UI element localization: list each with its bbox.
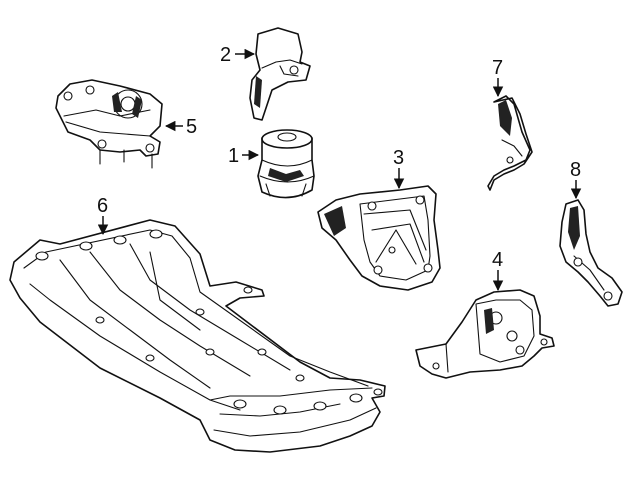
callout-1: 1 [228, 145, 260, 167]
callout-6: 6 [97, 195, 109, 236]
callout-8: 8 [570, 159, 582, 200]
callout-label-1: 1 [228, 145, 239, 167]
bracket-seven-part[interactable] [487, 95, 533, 191]
callout-label-2: 2 [220, 44, 231, 66]
mount-bracket-part[interactable] [415, 289, 555, 379]
engine-mount-part[interactable] [257, 129, 315, 199]
crossmember-part[interactable] [9, 219, 386, 453]
heat-shield-part[interactable] [249, 27, 311, 121]
callout-5: 5 [164, 116, 197, 138]
callout-4: 4 [492, 249, 504, 292]
engine-bracket-part[interactable] [317, 185, 441, 291]
callout-label-6: 6 [97, 195, 108, 217]
callout-label-4: 4 [492, 249, 503, 271]
callout-label-8: 8 [570, 159, 581, 181]
callout-label-5: 5 [186, 116, 197, 138]
callout-7: 7 [492, 57, 504, 98]
callout-label-7: 7 [492, 57, 503, 79]
callout-2: 2 [220, 44, 256, 66]
transmission-mount-part[interactable] [55, 79, 163, 169]
bracket-eight-part[interactable] [559, 199, 623, 307]
callout-3: 3 [393, 147, 405, 190]
callout-label-3: 3 [393, 147, 404, 169]
